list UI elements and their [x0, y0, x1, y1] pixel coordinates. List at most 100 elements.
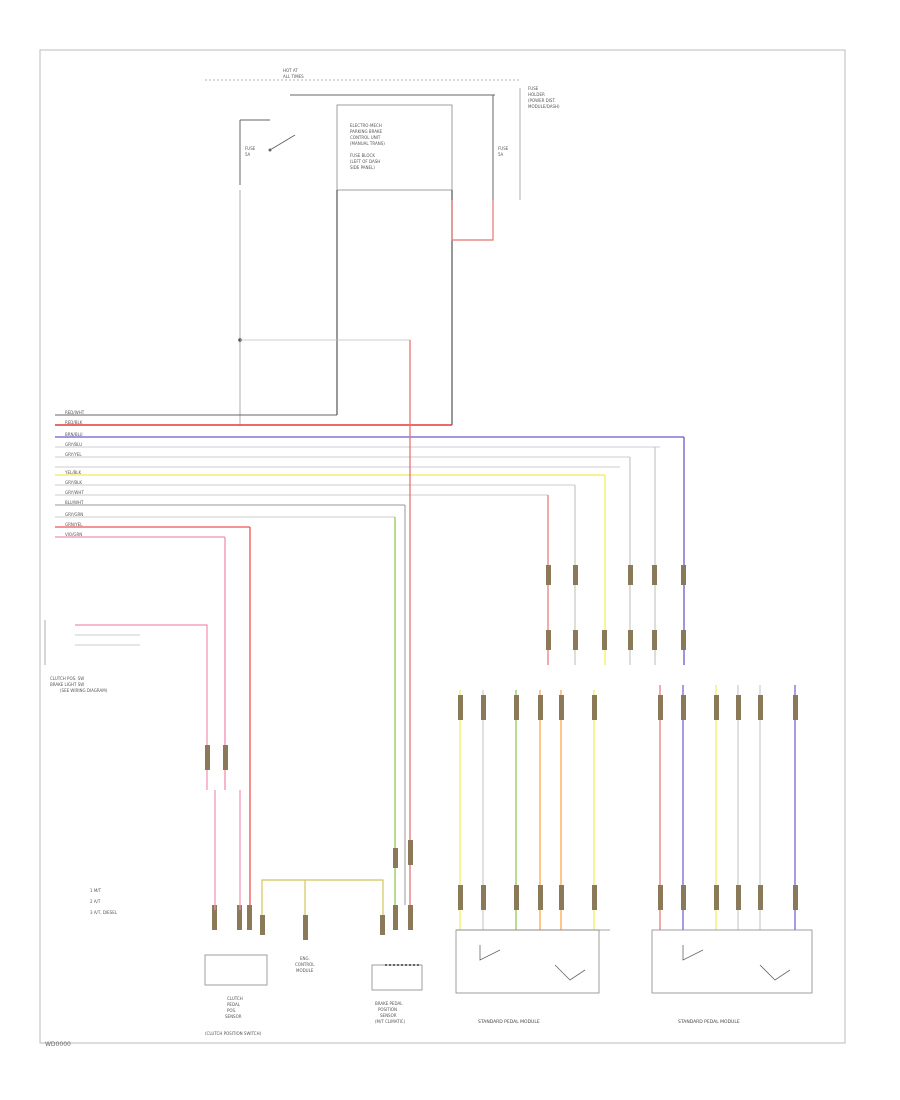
- right-pedal-connectors: [658, 695, 798, 910]
- switch-panel-3: (SEE WIRING DIAGRAM): [60, 688, 108, 693]
- module-text-3: (MANUAL TRANS): [350, 141, 385, 146]
- connector: [559, 695, 564, 720]
- switch-panel-wire: [75, 624, 208, 790]
- brake-module-sub: (M/T CLIMATIC): [375, 1019, 406, 1024]
- fuse-left-2: 5A: [245, 152, 251, 157]
- power-header-2: ALL TIMES: [283, 74, 304, 79]
- diagram-frame: [39, 49, 846, 1044]
- center-module-3: MODULE: [296, 968, 314, 973]
- connector: [592, 885, 597, 910]
- harness-label-8: BLU/WHT: [65, 500, 84, 505]
- harness-label-11: VIO/GRN: [65, 532, 82, 537]
- relay-switch-pivot: [268, 148, 272, 152]
- connector: [205, 745, 210, 770]
- clutch-sensor-3: POS.: [227, 1008, 236, 1013]
- harness-label-10: GRN/YEL: [65, 522, 83, 527]
- connector: [514, 695, 519, 720]
- right-pedal-label: STANDARD PEDAL MODULE: [678, 1019, 740, 1025]
- connector: [559, 885, 564, 910]
- connector: [658, 885, 663, 910]
- connector: [303, 915, 308, 940]
- connector: [714, 695, 719, 720]
- wire-red-fuse: [451, 200, 494, 241]
- connector: [546, 565, 551, 585]
- connector: [681, 630, 686, 650]
- connector: [714, 885, 719, 910]
- connector: [793, 885, 798, 910]
- connector-group-top: [546, 565, 686, 650]
- connector: [573, 565, 578, 585]
- connector: [793, 695, 798, 720]
- left-connectors: [205, 745, 413, 940]
- brake-module-1: BRAKE PEDAL: [375, 1001, 403, 1006]
- harness-label-6: GRY/BLK: [65, 480, 82, 485]
- module-text-0: ELECTRO-MECH: [350, 123, 382, 128]
- switch-panel-2: BRAKE LIGHT SW: [50, 682, 84, 687]
- module-text-2: CONTROL UNIT: [350, 135, 381, 140]
- connector: [736, 885, 741, 910]
- connector: [592, 695, 597, 720]
- clutch-sensor-2: PEDAL: [227, 1002, 241, 1007]
- left-pedal-switch-a: [479, 945, 501, 961]
- connector: [260, 915, 265, 935]
- clutch-switch-sub: (CLUTCH POSITION SWITCH): [205, 1031, 262, 1036]
- right-pedal-switch-b: [759, 964, 791, 981]
- harness-bus: [55, 414, 684, 538]
- connector: [628, 565, 633, 585]
- connector: [658, 695, 663, 720]
- switch-panel-1: CLUTCH POS. SW: [50, 676, 84, 681]
- connector: [758, 695, 763, 720]
- left-pedal-connectors: [458, 695, 597, 910]
- fuse-left-1: FUSE: [245, 146, 256, 151]
- connector: [247, 905, 252, 930]
- clutch-sensor-1: CLUTCH: [227, 996, 243, 1001]
- module-text-1: PARKING BRAKE: [350, 129, 383, 134]
- connector: [481, 695, 486, 720]
- harness-label-3: GRY/BLU: [65, 442, 82, 447]
- connector: [393, 848, 398, 868]
- harness-label-1: RED/BLK: [65, 420, 83, 425]
- left-pedal-wires: [459, 690, 595, 930]
- connector: [681, 695, 686, 720]
- left-pedal-label: STANDARD PEDAL MODULE: [478, 1019, 540, 1025]
- connector: [458, 885, 463, 910]
- connector: [538, 695, 543, 720]
- brake-module-2: POSITION: [378, 1007, 397, 1012]
- yellow-bridge: [261, 879, 384, 915]
- connector: [212, 905, 217, 930]
- legend-1: 2 A/T: [90, 899, 101, 904]
- harness-label-5: YEL/BLK: [64, 470, 82, 475]
- footer-code: WD0000: [45, 1041, 71, 1048]
- connector: [458, 695, 463, 720]
- connector: [223, 745, 228, 770]
- connector: [628, 630, 633, 650]
- module-box-text: ELECTRO-MECH PARKING BRAKE CONTROL UNIT …: [350, 123, 385, 170]
- right-pedal-wires: [659, 685, 796, 930]
- fuse-right-2: 5A: [498, 152, 504, 157]
- module-text-4: FUSE BLOCK: [350, 153, 375, 158]
- fuse-right-1: FUSE: [498, 146, 509, 151]
- connector: [652, 565, 657, 585]
- fuse-side-note-4: MODULE/DASH): [528, 104, 560, 109]
- fuse-side-note-3: (POWER DIST.: [528, 98, 556, 103]
- connector: [546, 630, 551, 650]
- connector: [380, 915, 385, 935]
- center-module-2: CONTROL: [295, 962, 315, 967]
- module-box: [336, 104, 453, 191]
- connector: [681, 885, 686, 910]
- left-pedal-box: [455, 929, 600, 994]
- connector: [538, 885, 543, 910]
- connector: [758, 885, 763, 910]
- connector: [736, 695, 741, 720]
- center-module-1: ENG.: [300, 956, 310, 961]
- connector: [408, 840, 413, 865]
- fuse-side-note-2: HOLDER: [528, 92, 545, 97]
- connector: [408, 905, 413, 930]
- fuse-side-note-1: FUSE: [528, 86, 539, 91]
- connector: [573, 630, 578, 650]
- connector: [681, 565, 686, 585]
- brake-module-box: [371, 964, 423, 991]
- connector: [237, 905, 242, 930]
- clutch-sensor-4: SENSOR: [225, 1014, 242, 1019]
